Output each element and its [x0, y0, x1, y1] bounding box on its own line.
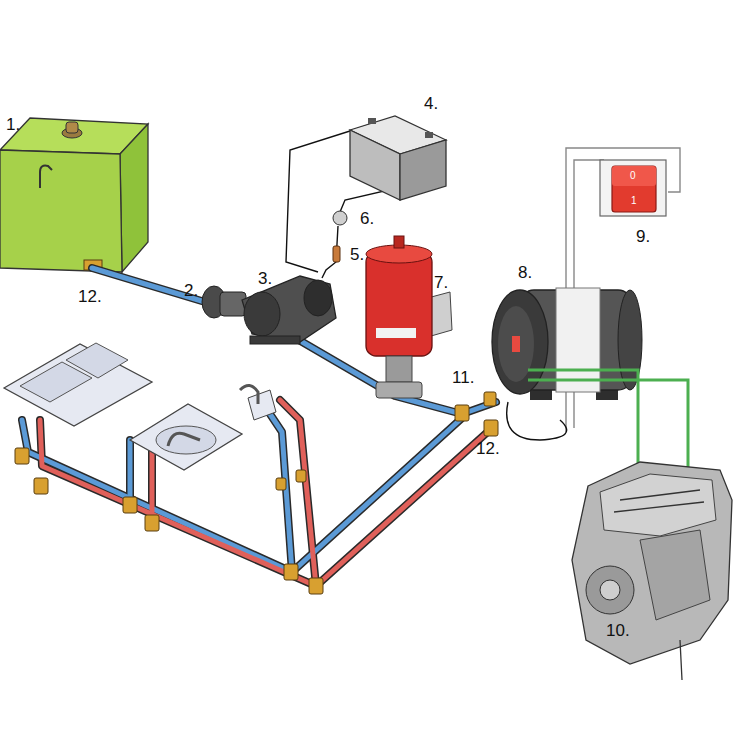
callout-number: 6.	[360, 210, 374, 227]
pressure-accumulator	[366, 236, 452, 398]
callout-number: 1.	[6, 116, 20, 133]
water-tank	[0, 118, 148, 272]
callout-number: 12.	[78, 288, 102, 305]
double-sink	[4, 343, 152, 426]
wash-basin	[130, 404, 242, 470]
callout-number: 4.	[424, 95, 438, 112]
callout-number: 7.	[434, 274, 448, 291]
callout-number: 3.	[258, 270, 272, 287]
callout-number: 8.	[518, 264, 532, 281]
callout-number: 2.	[184, 282, 198, 299]
callout-number: 9.	[636, 228, 650, 245]
engine	[572, 462, 732, 680]
switch-marking: 0	[630, 171, 636, 181]
hot-water-pipes	[40, 400, 492, 586]
brass-fittings	[15, 392, 498, 594]
water-heater	[492, 288, 642, 440]
engine-hoses	[528, 370, 688, 480]
callout-number: 12.	[476, 440, 500, 457]
shower-outlet	[240, 385, 276, 420]
callout-number: 5.	[350, 246, 364, 263]
fuse-holder	[333, 211, 347, 262]
battery	[350, 116, 446, 200]
switch-marking: 1	[631, 196, 637, 206]
callout-number: 10.	[606, 622, 630, 639]
rocker-switch	[600, 160, 666, 216]
callout-number: 11.	[452, 369, 474, 386]
